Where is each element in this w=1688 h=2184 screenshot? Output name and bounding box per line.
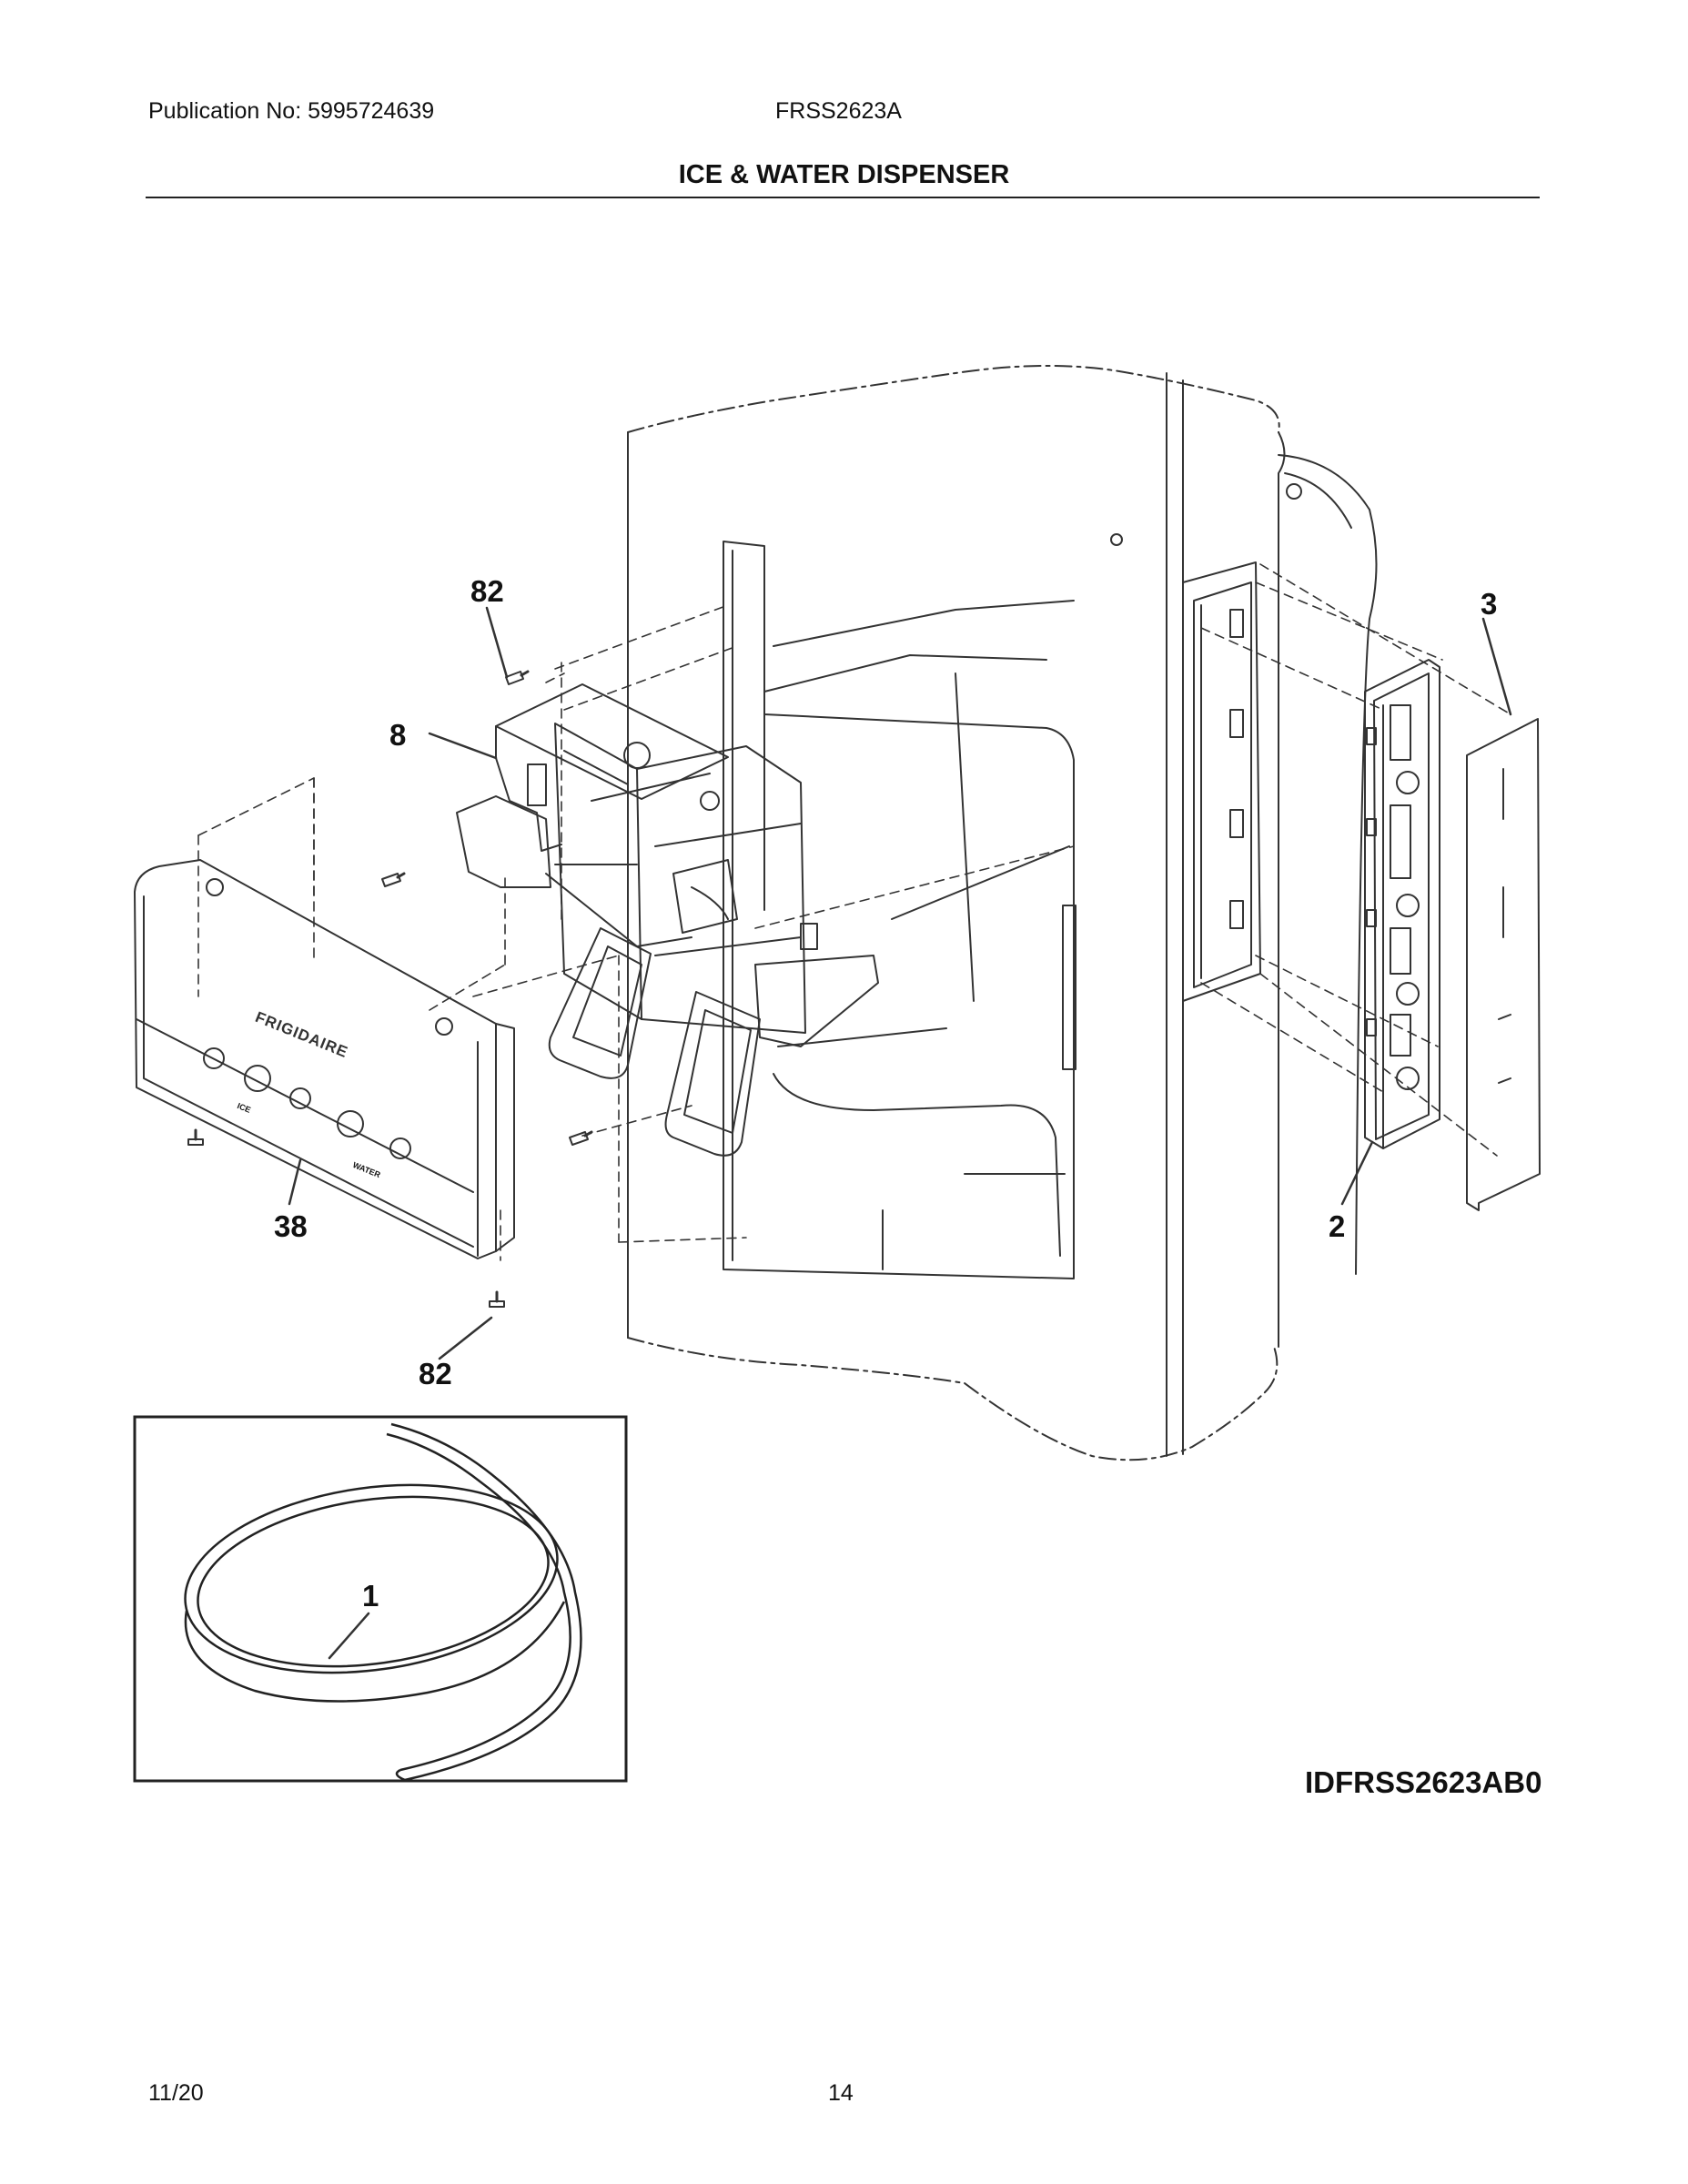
callout-screw-bottom: 82 <box>419 1357 452 1390</box>
screw-middle <box>381 872 406 887</box>
figure-id: IDFRSS2623AB0 <box>1305 1765 1542 1799</box>
door-outline <box>627 365 1378 1461</box>
callout-tubing: 1 <box>362 1579 379 1613</box>
control-board-part <box>1364 659 1440 1149</box>
section-title: ICE & WATER DISPENSER <box>678 160 1010 189</box>
overlay-part <box>1466 718 1541 1211</box>
footer-date: 11/20 <box>148 2080 204 2106</box>
callout-overlay: 3 <box>1481 587 1498 621</box>
callout-screw-top: 82 <box>470 574 504 608</box>
screw-top-82 <box>505 670 530 685</box>
assembly-lines <box>197 563 1511 1261</box>
control-panel-part <box>134 859 515 1259</box>
model-number: FRSS2623A <box>775 98 902 124</box>
door-mount-rail <box>1182 561 1261 1002</box>
screws <box>187 670 593 1308</box>
callout-control-panel: 38 <box>274 1209 308 1243</box>
tubing-inset <box>133 1415 628 1783</box>
pointer-lines <box>288 606 1512 1660</box>
header-rule <box>146 197 1540 198</box>
page-number: 14 <box>828 2080 854 2106</box>
screw-lower <box>569 1130 593 1146</box>
callout-control-board: 2 <box>1329 1209 1346 1243</box>
actuator-bracket-part <box>456 683 879 1157</box>
screw-left <box>187 1128 204 1146</box>
dispenser-cavity <box>723 541 1076 1279</box>
callout-actuator-bracket: 8 <box>389 718 407 752</box>
screw-bottom-82 <box>489 1290 505 1308</box>
publication-number: Publication No: 5995724639 <box>148 98 435 124</box>
